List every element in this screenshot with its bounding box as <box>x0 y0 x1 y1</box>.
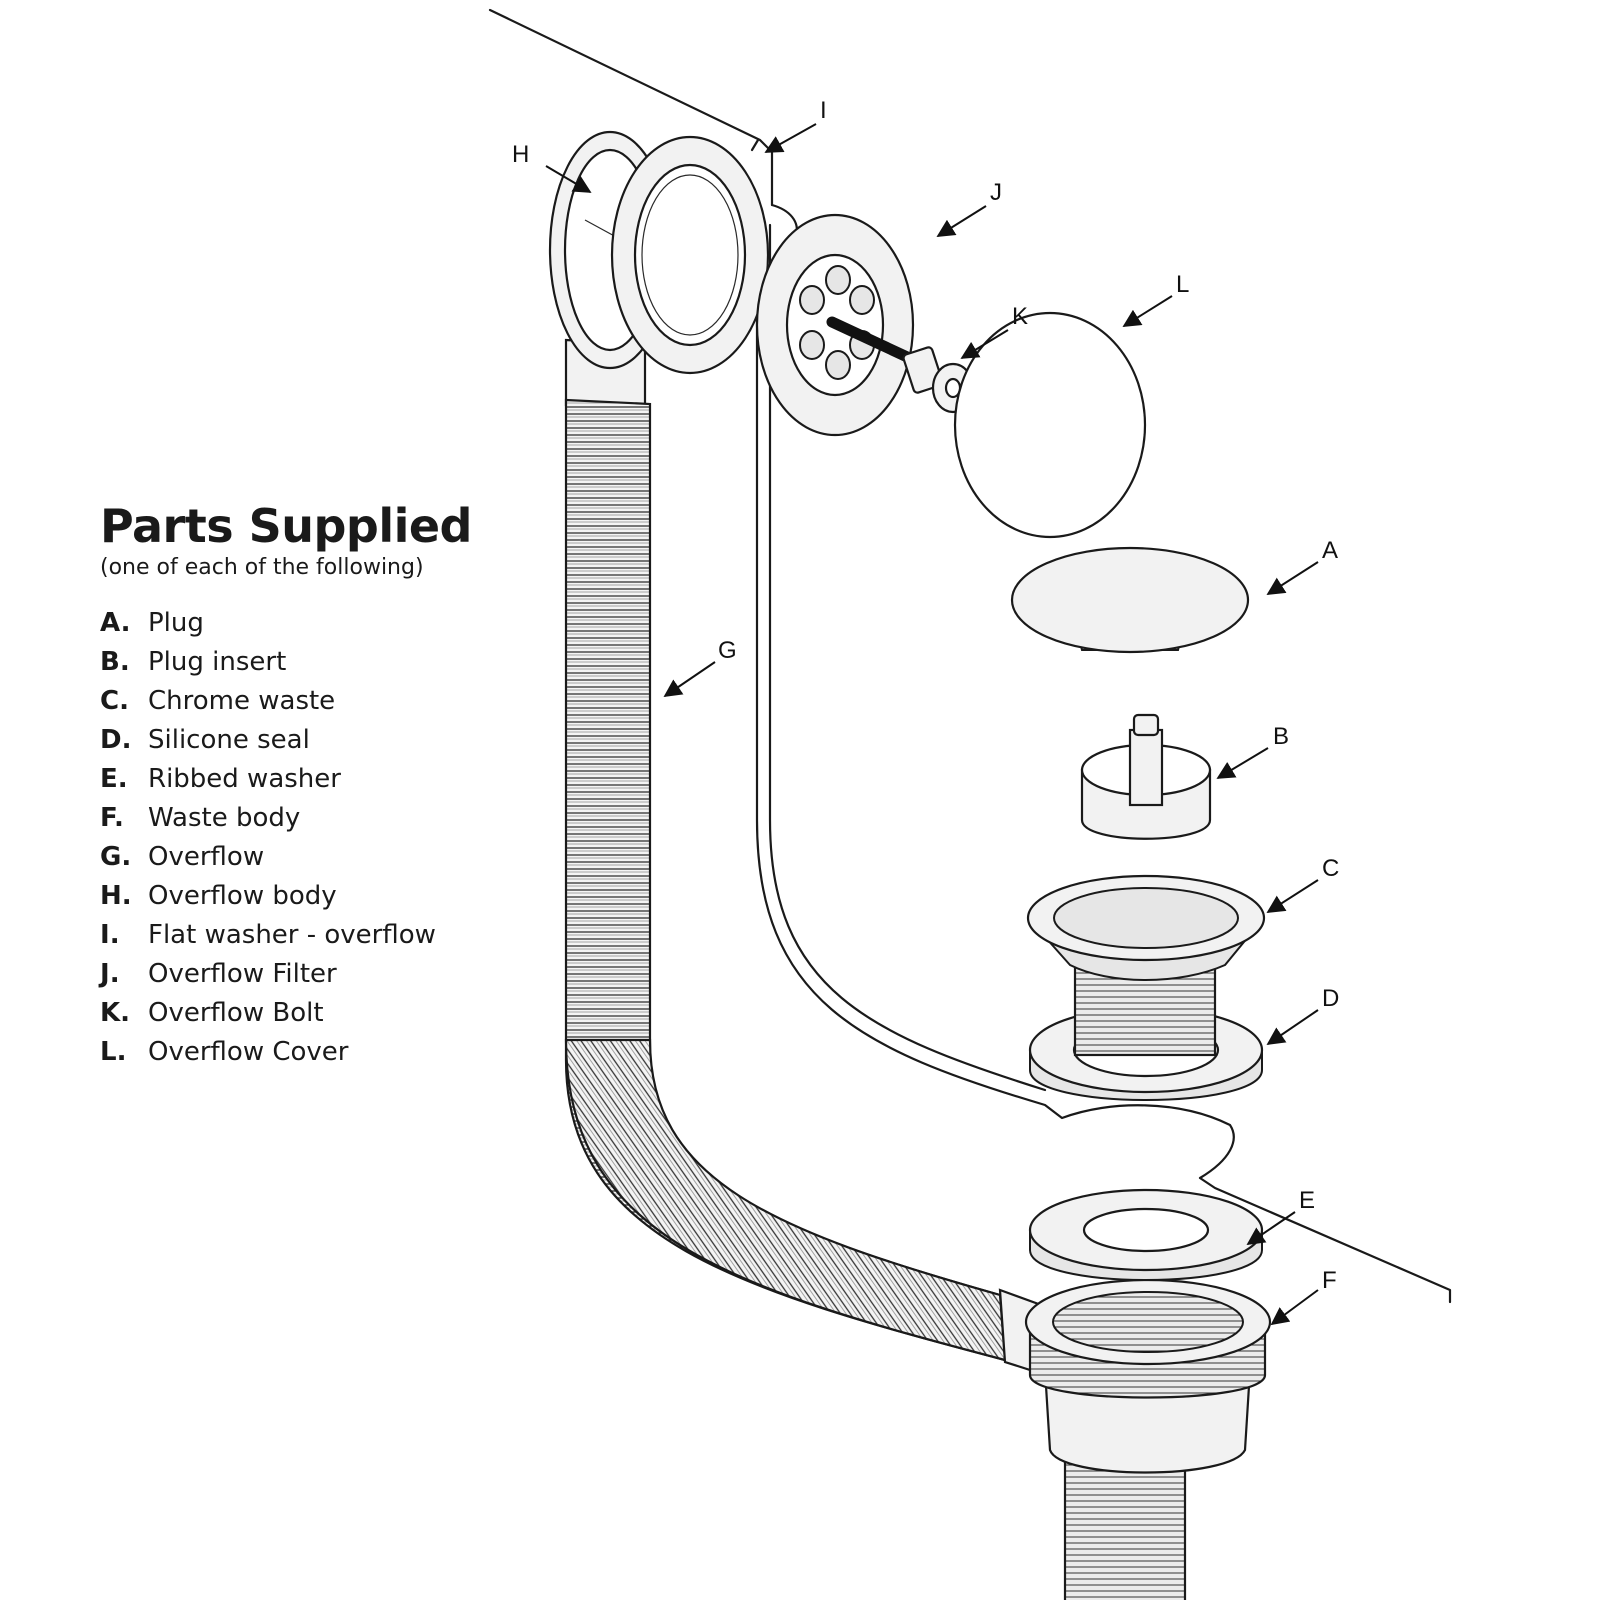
callout-k: K <box>1012 303 1028 330</box>
legend-key: I <box>100 920 110 950</box>
legend-key: F <box>100 803 114 833</box>
legend-item-g: G. Overflow <box>100 838 520 877</box>
legend-key: D <box>100 725 122 755</box>
legend-key: G <box>100 842 122 872</box>
callout-g: G <box>718 637 737 664</box>
legend-sep: . <box>121 881 132 911</box>
legend-key: E <box>100 764 118 794</box>
overflow-cover <box>953 311 1147 539</box>
legend-sep: . <box>113 803 124 833</box>
legend-sep: . <box>119 647 130 677</box>
legend-subtitle: (one of each of the following) <box>100 555 424 580</box>
ribbed-washer <box>1028 1188 1264 1281</box>
callout-c: C <box>1322 855 1339 882</box>
callout-b: B <box>1273 723 1289 750</box>
legend-item-a: A. Plug <box>100 604 520 643</box>
legend-sep: . <box>117 764 128 794</box>
legend-list: A. Plug B. Plug insert C. Chrome waste D. Si… <box>100 604 520 1072</box>
legend-item-d: D. Silicone seal <box>100 721 520 760</box>
arrow-h <box>545 165 592 193</box>
legend-sep: . <box>121 725 132 755</box>
legend-title: Parts Supplied <box>100 499 472 553</box>
legend-item-h: H. Overflow body <box>100 877 520 916</box>
legend-label: Overflow Cover <box>148 1037 349 1067</box>
legend-sep: . <box>121 842 132 872</box>
callout-f: F <box>1322 1267 1337 1294</box>
callout-d: D <box>1322 985 1339 1012</box>
legend-key: A <box>100 608 121 638</box>
filter-holes <box>799 265 875 380</box>
legend-key: K <box>100 998 121 1028</box>
arrow-k <box>960 329 1009 359</box>
legend-sep: . <box>116 1037 127 1067</box>
arrow-i <box>764 123 817 153</box>
arrow-g <box>663 661 716 698</box>
plug-insert <box>1080 713 1212 840</box>
arrow-b <box>1216 747 1269 779</box>
legend-label: Ribbed washer <box>148 764 341 794</box>
parts-legend: Parts Supplied (one of each of the follo… <box>100 500 520 1072</box>
arrow-d <box>1266 1009 1319 1046</box>
callout-j: J <box>990 179 1002 206</box>
callout-h: H <box>512 141 529 168</box>
arrow-f <box>1270 1289 1319 1326</box>
legend-sep: . <box>109 959 120 989</box>
arrow-e <box>1246 1211 1296 1246</box>
legend-label: Plug insert <box>148 647 287 677</box>
legend-label: Plug <box>148 608 204 638</box>
legend-item-i: I. Flat washer - overflow <box>100 916 520 955</box>
legend-key: H <box>100 881 122 911</box>
legend-label: Overflow Filter <box>148 959 337 989</box>
legend-label: Overflow <box>148 842 265 872</box>
legend-key: L <box>100 1037 117 1067</box>
callout-labels: A B C D E F G H I J K L <box>512 97 1339 1294</box>
legend-item-e: E. Ribbed washer <box>100 760 520 799</box>
callout-l: L <box>1176 271 1189 298</box>
legend-label: Flat washer - overflow <box>148 920 436 950</box>
legend-item-l: L. Overflow Cover <box>100 1033 520 1072</box>
arrow-j <box>936 205 987 237</box>
arrow-c <box>1266 879 1319 913</box>
legend-item-j: J. Overflow Filter <box>100 955 520 994</box>
chrome-waste <box>1026 874 1266 1057</box>
legend-item-b: B. Plug insert <box>100 643 520 682</box>
legend-item-f: F. Waste body <box>100 799 520 838</box>
legend-label: Chrome waste <box>148 686 336 716</box>
arrow-a <box>1266 561 1319 595</box>
legend-item-c: C. Chrome waste <box>100 682 520 721</box>
callout-i: I <box>820 97 827 124</box>
legend-sep: . <box>109 920 120 950</box>
legend-label: Silicone seal <box>148 725 310 755</box>
legend-sep: . <box>119 686 129 716</box>
plug <box>1010 546 1250 654</box>
legend-label: Overflow body <box>148 881 337 911</box>
legend-sep: . <box>120 998 131 1028</box>
arrow-l <box>1122 295 1173 327</box>
legend-key: B <box>100 647 120 677</box>
legend-label: Waste body <box>148 803 301 833</box>
callout-a: A <box>1322 537 1338 564</box>
legend-item-k: K. Overflow Bolt <box>100 994 520 1033</box>
legend-key: C <box>100 686 120 716</box>
callout-arrows <box>545 123 1319 1326</box>
legend-label: Overflow Bolt <box>148 998 324 1028</box>
waste-body <box>1024 1278 1272 1600</box>
callout-e: E <box>1299 1187 1315 1214</box>
flat-washer-overflow <box>610 135 770 375</box>
legend-sep: . <box>120 608 131 638</box>
legend-key: J <box>100 959 110 989</box>
